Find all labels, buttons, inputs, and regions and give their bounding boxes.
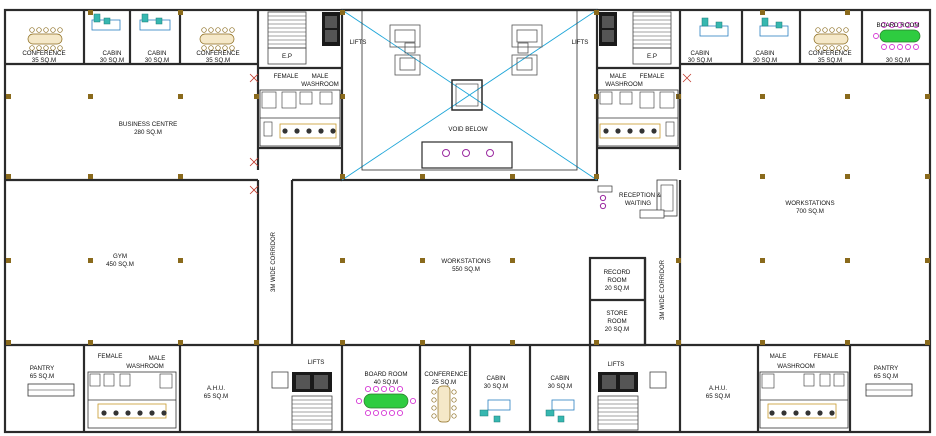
void-below [341,9,598,181]
columns [6,10,930,345]
pantry-counter-right [865,383,913,397]
stairs-bottom-left [271,371,333,431]
washroom-top-left [259,89,341,147]
cabin-desk-b2 [545,399,575,423]
label-reception: RECEPTION &WAITING [619,192,662,207]
door-markers [249,73,692,195]
conference-table-tr [813,27,849,51]
conference-table-tl2 [199,27,235,51]
stairs-top-left [267,11,340,65]
conference-table-tl1 [27,27,63,51]
sofa-group-left [389,24,421,76]
label-void-below: VOID BELOW [448,126,487,133]
stairs-top-right [599,11,672,65]
conference-table-bottom [431,385,457,423]
washroom-bottom-left [87,371,177,429]
boardroom-table-bottom [355,385,417,417]
sofa-group-right [511,24,543,76]
reception-seating [597,179,678,219]
label-lifts-bottom-left: LIFTS [308,359,325,366]
washroom-top-right [597,89,679,147]
label-female-left: FEMALE [274,73,299,80]
label-ep-right: E.P [647,53,657,60]
label-corridor-right: 3M WIDE CORRIDOR [660,259,666,320]
label-lifts-bottom-right: LIFTS [608,361,625,368]
label-ep-left: E.P [282,53,292,60]
cabin-desk-tr1 [699,17,729,37]
label-ahu-right: A.H.U.65 SQ.M [706,385,730,400]
label-corridor-left: 3M WIDE CORRIDOR [271,231,277,292]
stairs-bottom-right [597,371,667,431]
label-female-bl: FEMALE [98,353,123,360]
label-ahu-left: A.H.U.65 SQ.M [204,385,228,400]
label-female-right: FEMALE [640,73,665,80]
label-lifts-left: LIFTS [350,39,367,46]
label-female-br: FEMALE [814,353,839,360]
cabin-desk-tr2 [759,17,789,37]
cabin-desk-tl2 [139,13,171,31]
walls [3,8,932,434]
label-lifts-right: LIFTS [572,39,589,46]
boardroom-table-tr [873,22,921,50]
cabin-desk-tl1 [91,13,121,31]
corridor-labels: 3M WIDE CORRIDOR 3M WIDE CORRIDOR [271,231,666,320]
pantry-counter-left [27,383,75,397]
washroom-bottom-right [759,371,849,429]
cabin-desk-b1 [479,399,511,423]
